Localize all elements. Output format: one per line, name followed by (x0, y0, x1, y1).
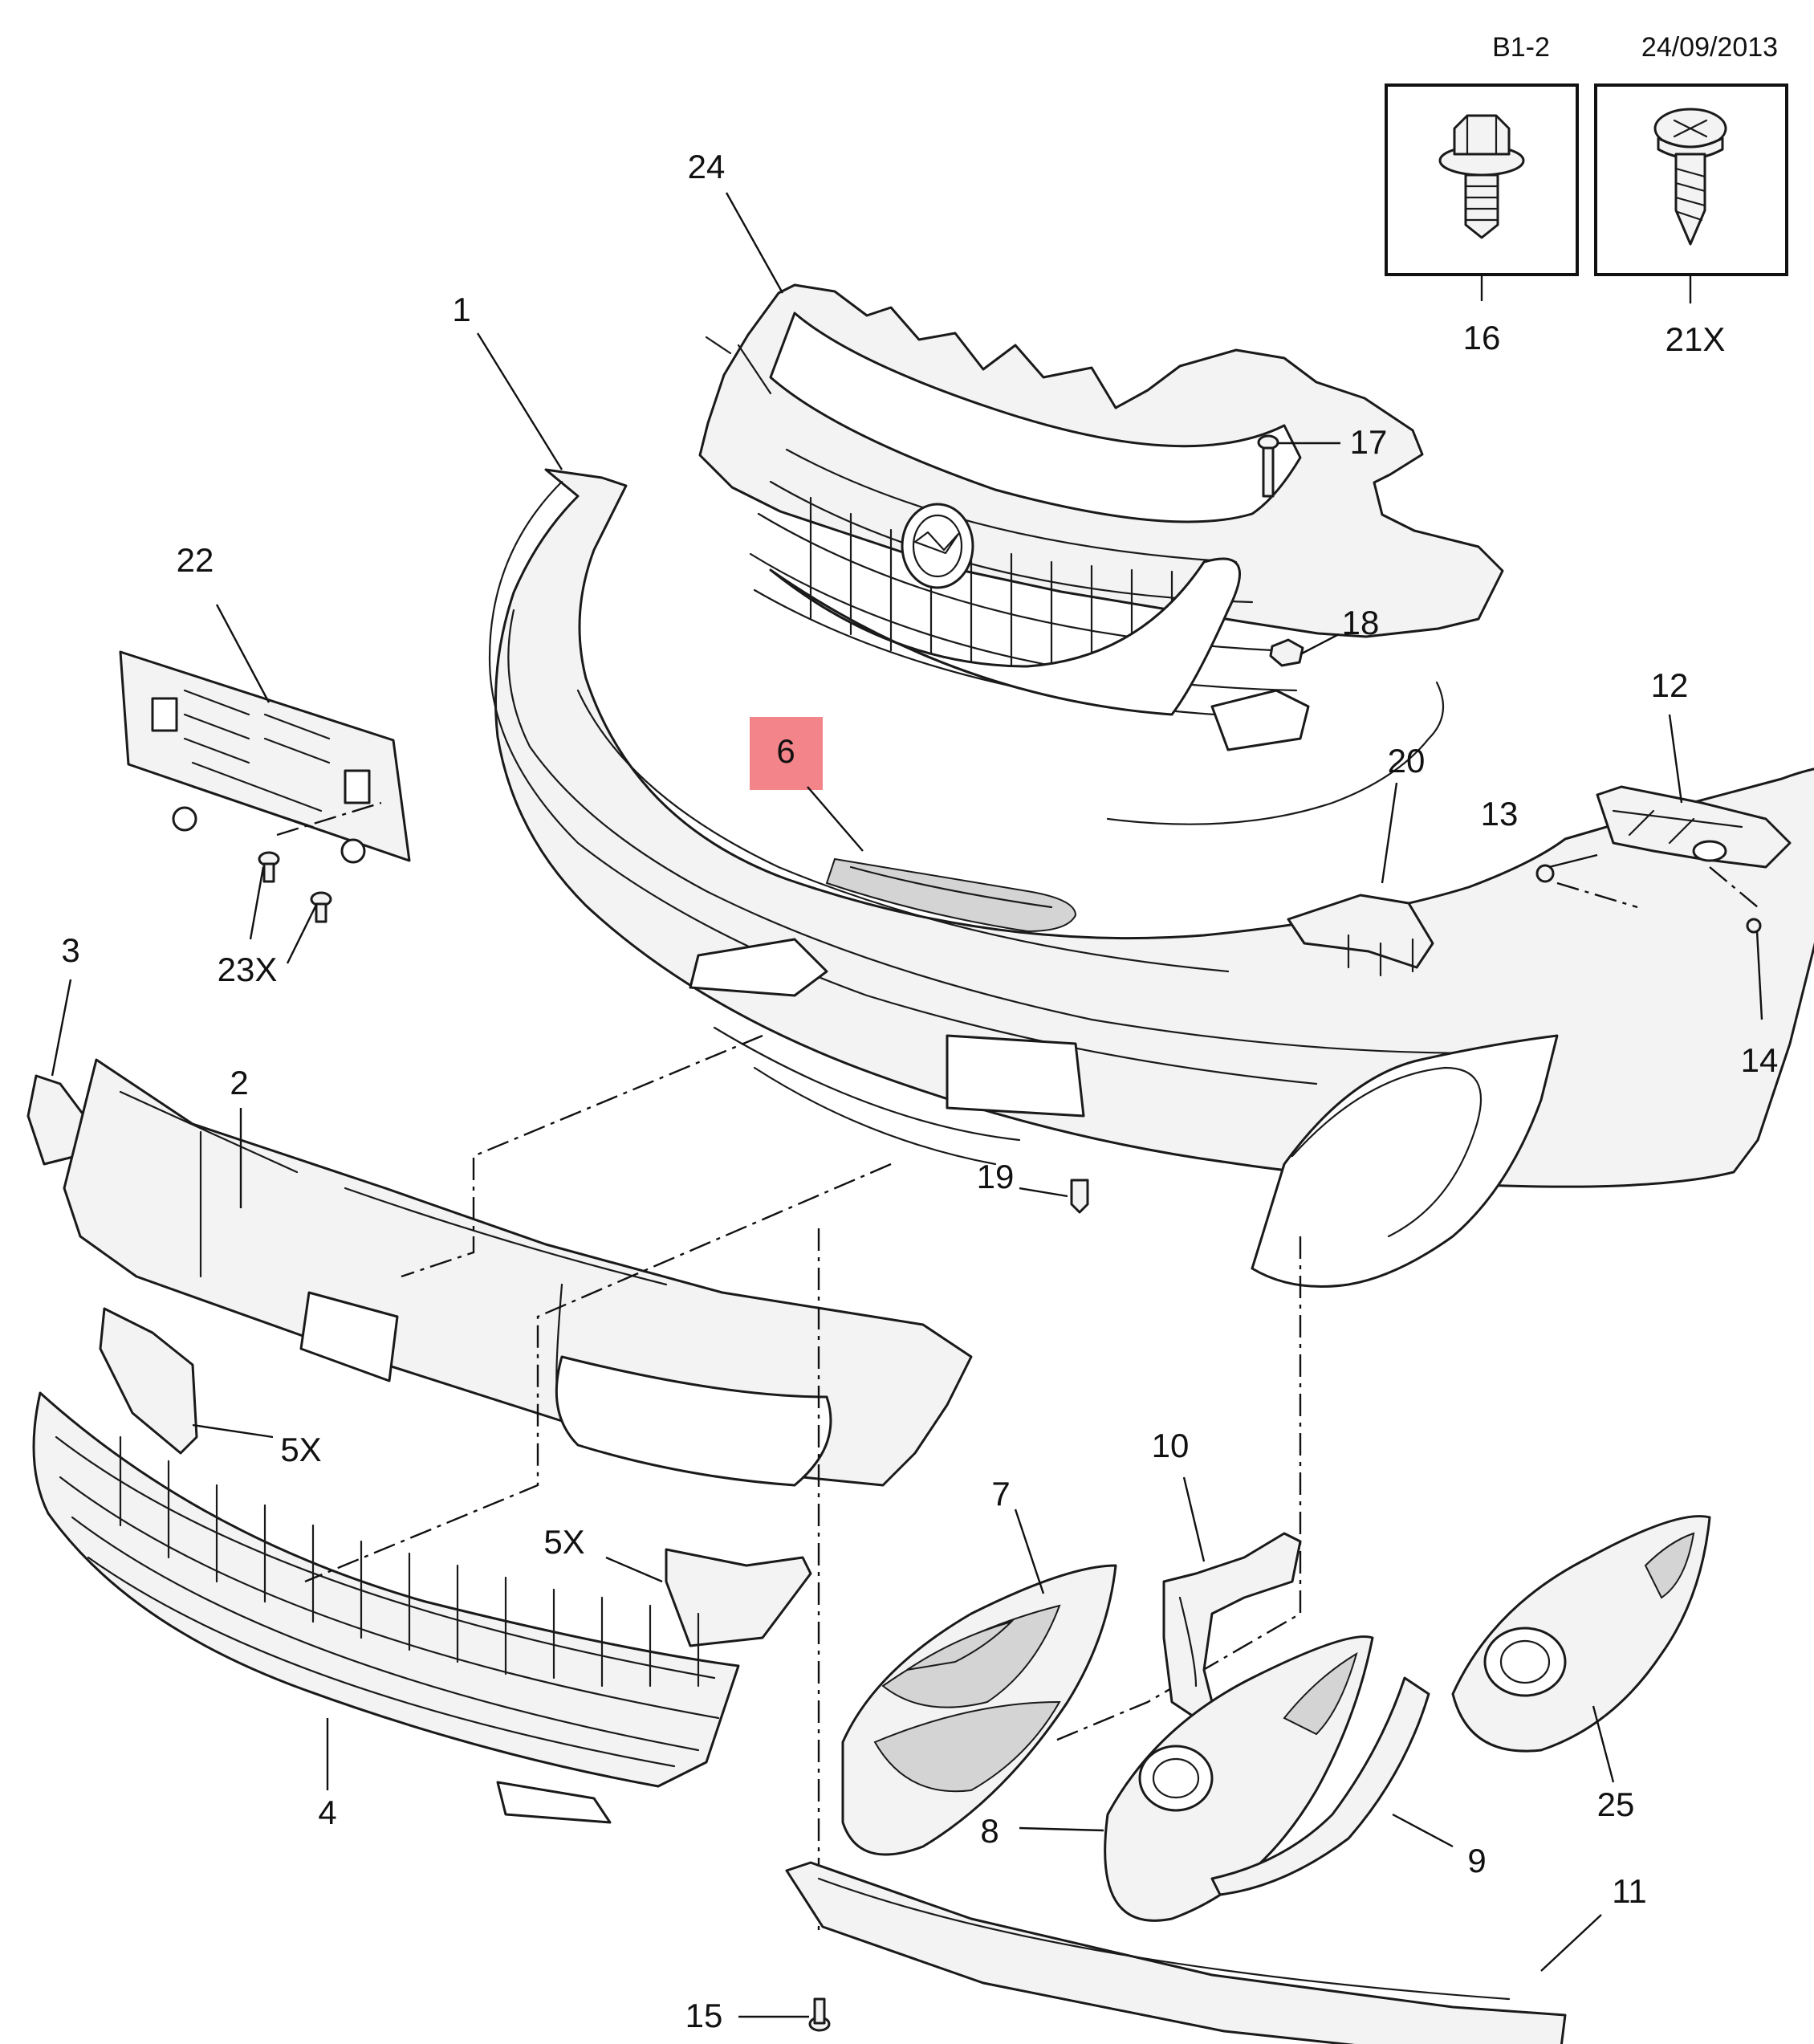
callout-5X-left: 5X (280, 1431, 321, 1468)
fog-bracket-10[interactable] (1162, 1532, 1302, 1720)
bracket-20[interactable] (1287, 894, 1434, 977)
callout-7: 7 (991, 1475, 1010, 1513)
clip-18[interactable] (1269, 638, 1304, 667)
callout-16: 16 (1463, 319, 1501, 356)
callout-6: 6 (776, 732, 795, 770)
side-insert-5X-right[interactable] (665, 1548, 812, 1647)
callout-17: 17 (1350, 423, 1388, 461)
callout-25: 25 (1597, 1785, 1635, 1823)
callout-20: 20 (1388, 742, 1426, 780)
callout-13: 13 (1481, 795, 1519, 833)
bolt-15[interactable] (808, 1997, 831, 2032)
callout-9: 9 (1467, 1842, 1486, 1879)
tapping-screw-icon (1653, 108, 1727, 246)
callout-4: 4 (318, 1794, 336, 1831)
callout-12: 12 (1651, 666, 1689, 704)
upper-grille-24[interactable] (698, 283, 1504, 751)
trim-strip-9[interactable] (1210, 1676, 1430, 1896)
inset-box-16[interactable] (1385, 83, 1579, 276)
bumper-fascia-1[interactable] (488, 468, 1814, 1288)
assembly-line-d (1051, 1236, 1302, 1744)
fog-grille-7[interactable] (841, 1564, 1117, 1856)
lower-grille-mesh (55, 1435, 720, 1768)
callout-14: 14 (1741, 1041, 1779, 1079)
fog-bezel-8[interactable] (1104, 1635, 1374, 1922)
lower-grille-4[interactable] (32, 1391, 740, 1824)
issue-date: 24/09/2013 (1641, 32, 1778, 63)
brand-emblem-icon (901, 503, 974, 589)
callout-2: 2 (230, 1064, 248, 1101)
side-bracket-12[interactable] (1596, 785, 1792, 869)
highlight-box-6[interactable] (750, 717, 823, 790)
screw-13[interactable] (1535, 864, 1555, 883)
callout-3: 3 (61, 931, 79, 969)
callout-5X-right: 5X (543, 1523, 584, 1561)
section-code: B1-2 (1492, 32, 1550, 63)
callout-11: 11 (1612, 1872, 1647, 1910)
callout-10: 10 (1152, 1427, 1190, 1464)
license-plate-bracket-22[interactable] (119, 650, 411, 864)
callout-23X: 23X (218, 951, 278, 988)
side-insert-5X-left[interactable] (99, 1307, 198, 1455)
assembly-line-b (304, 1162, 892, 1583)
assembly-line-a (401, 1034, 763, 1278)
lower-beam-2[interactable] (63, 1058, 973, 1487)
callout-8: 8 (980, 1812, 999, 1850)
callout-19: 19 (977, 1158, 1015, 1195)
hex-flange-bolt-icon (1438, 114, 1525, 239)
pin-19[interactable] (1070, 1179, 1089, 1214)
callout-24: 24 (688, 148, 726, 185)
screw-23X-a[interactable] (258, 851, 280, 883)
callout-18: 18 (1342, 604, 1380, 641)
inset-box-21X[interactable] (1594, 83, 1788, 276)
callout-1: 1 (452, 291, 470, 328)
lower-spoiler-11[interactable] (785, 1861, 1567, 2044)
callout-15: 15 (685, 1997, 723, 2034)
screw-14[interactable] (1746, 918, 1762, 934)
callout-21X: 21X (1666, 320, 1726, 358)
callout-22: 22 (177, 541, 214, 579)
fog-bezel-25[interactable] (1451, 1515, 1711, 1753)
screw-23X-b[interactable] (310, 891, 332, 923)
grille-insert-6[interactable] (825, 857, 1077, 933)
